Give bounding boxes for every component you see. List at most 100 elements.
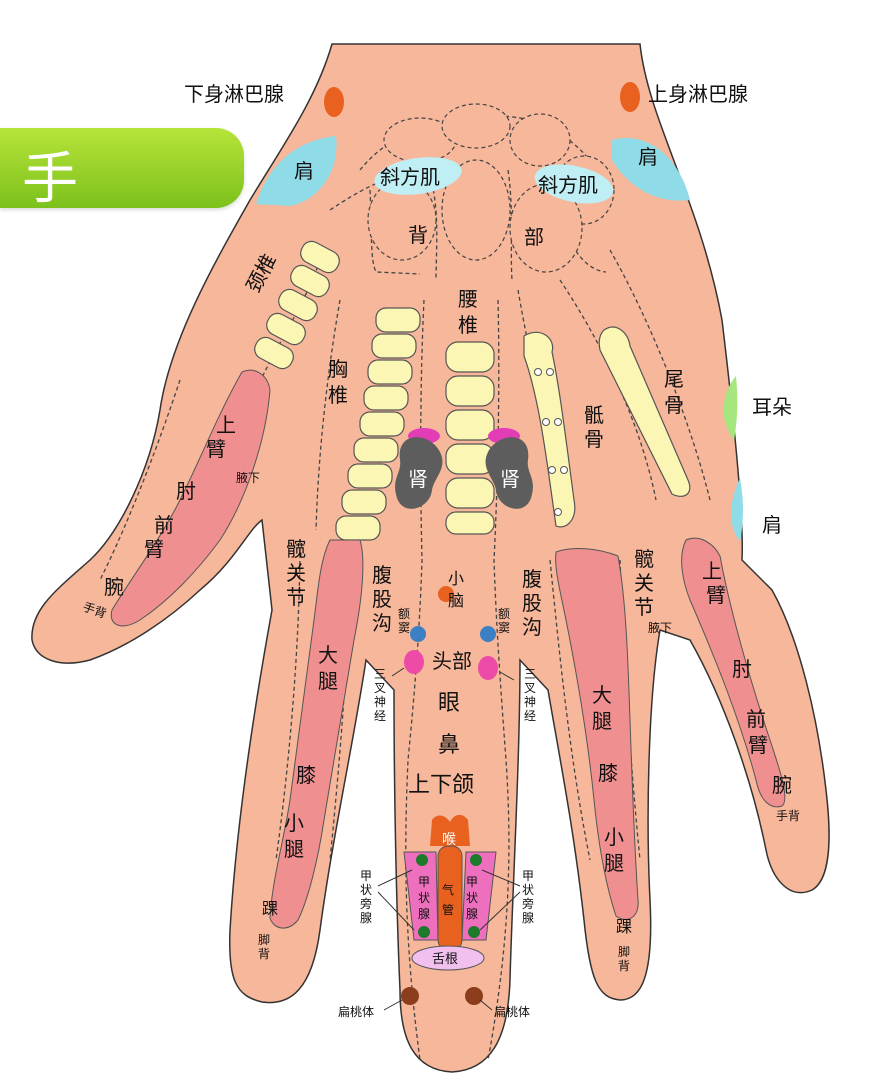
label-back: 背 xyxy=(408,223,428,247)
label-parathyroid-3-right: 旁 xyxy=(522,896,534,911)
label-armpit-right: 腋下 xyxy=(648,620,672,635)
label-thigh-1-left: 大 xyxy=(318,643,338,667)
label-upper-lymph: 上身淋巴腺 xyxy=(648,82,748,106)
label-trigeminal-3-left: 神 xyxy=(374,695,386,709)
label-armpit-left: 腋下 xyxy=(236,470,260,485)
label-forearm-2-left: 臂 xyxy=(144,537,164,561)
trigeminal-right-dot xyxy=(478,656,498,680)
label-lumbar-2: 椎 xyxy=(458,313,478,337)
ear-area xyxy=(723,376,738,440)
label-tonsil-left: 扁桃体 xyxy=(338,1004,374,1019)
label-trapezius-left: 斜方肌 xyxy=(380,165,440,189)
label-cerebellum-1: 小 xyxy=(448,569,464,588)
shoulder-area-right-2 xyxy=(730,478,743,542)
label-foot-back-1-left: 脚 xyxy=(258,932,270,947)
label-wrist-left: 腕 xyxy=(104,575,124,599)
trigeminal-left-dot xyxy=(404,650,424,674)
label-forearm-1-right: 前 xyxy=(746,707,766,731)
label-knee-left: 膝 xyxy=(296,763,316,787)
label-thyroid-3-right: 腺 xyxy=(466,907,478,921)
label-elbow-left: 肘 xyxy=(176,479,196,503)
label-calf-1-right: 小 xyxy=(604,825,624,849)
shoulder-area-right xyxy=(612,138,690,201)
label-trigeminal-1-right: 三 xyxy=(524,667,536,681)
kidney-right xyxy=(485,428,533,509)
label-upper-arm-2-right: 臂 xyxy=(706,583,726,607)
label-thigh-2-right: 腿 xyxy=(592,709,612,733)
title-banner: 手 背 xyxy=(0,128,244,293)
thoracic-vertebrae xyxy=(335,307,421,541)
label-trapezius-right: 斜方肌 xyxy=(538,173,598,197)
label-head: 头部 xyxy=(432,649,472,673)
label-hip-1-left: 髋 xyxy=(286,537,306,561)
label-calf-1-left: 小 xyxy=(284,811,304,835)
label-trigeminal-3-right: 神 xyxy=(524,695,536,709)
label-tongue-root: 舌根 xyxy=(432,952,458,967)
label-thyroid-1-left: 甲 xyxy=(418,875,430,889)
label-elbow-right: 肘 xyxy=(732,657,752,681)
trapezius-left xyxy=(374,157,462,195)
label-foot-back-2-right: 背 xyxy=(618,959,630,973)
label-forearm-2-right: 臂 xyxy=(748,733,768,757)
label-parathyroid-1-right: 甲 xyxy=(522,869,534,883)
label-calf-2-right: 腿 xyxy=(604,851,624,875)
label-coccyx-2: 骨 xyxy=(664,393,684,417)
right-leg-limb xyxy=(555,548,639,920)
label-sacrum-2: 骨 xyxy=(584,427,604,451)
page-title: 手 背 xyxy=(22,147,118,293)
label-trigeminal-2-right: 叉 xyxy=(524,681,536,695)
label-hip-2-left: 关 xyxy=(286,561,306,585)
label-ankle-right: 踝 xyxy=(616,917,632,936)
label-parathyroid-3-left: 旁 xyxy=(360,896,372,911)
text-labels: 下身淋巴腺 上身淋巴腺 肩 肩 斜方肌 斜方肌 背 部 颈椎 腰 椎 胸 椎 骶… xyxy=(81,82,800,1019)
lumbar-vertebrae xyxy=(445,341,495,535)
label-groin-3-right: 沟 xyxy=(522,615,542,639)
label-sacrum-1: 骶 xyxy=(584,403,604,427)
right-arm-limb xyxy=(681,537,786,808)
label-parathyroid-2-left: 状 xyxy=(360,883,372,897)
label-parathyroid-1-left: 甲 xyxy=(360,869,372,883)
label-upper-arm-2-left: 臂 xyxy=(206,437,226,461)
label-groin-3-left: 沟 xyxy=(372,611,392,635)
label-parathyroid-4-right: 腺 xyxy=(522,911,534,925)
label-shoulder-right: 肩 xyxy=(638,145,658,169)
label-nose: 鼻 xyxy=(438,733,460,758)
label-trigeminal-4-left: 经 xyxy=(374,709,386,723)
label-sinus-2-left: 窦 xyxy=(398,621,410,635)
throat-organs xyxy=(401,814,497,1005)
label-groin-2-right: 股 xyxy=(522,591,542,615)
label-thigh-2-left: 腿 xyxy=(318,669,338,693)
label-coccyx-1: 尾 xyxy=(664,367,684,391)
label-tonsil-right: 扁桃体 xyxy=(494,1004,530,1019)
label-thyroid-2-right: 状 xyxy=(466,891,478,905)
cerebellum-dot xyxy=(438,586,454,602)
label-trachea-1: 气 xyxy=(442,882,454,897)
label-sinus-2-right: 窦 xyxy=(498,621,510,635)
label-sinus-1-right: 额 xyxy=(498,607,510,621)
label-forearm-1-left: 前 xyxy=(154,513,174,537)
label-back2: 部 xyxy=(524,225,544,249)
left-leg-limb xyxy=(269,539,364,929)
label-thigh-1-right: 大 xyxy=(592,683,612,707)
label-lower-lymph: 下身淋巴腺 xyxy=(184,82,284,106)
label-larynx: 喉 xyxy=(442,832,456,848)
label-trigeminal-2-left: 叉 xyxy=(374,681,386,695)
label-cerebellum-2: 脑 xyxy=(448,591,464,610)
label-trachea-2: 管 xyxy=(442,902,454,917)
label-ankle-left: 踝 xyxy=(262,899,278,918)
label-foot-back-2-left: 背 xyxy=(258,947,270,961)
label-eye: 眼 xyxy=(438,691,460,716)
label-upper-arm-1-left: 上 xyxy=(216,413,236,437)
label-groin-1-right: 腹 xyxy=(522,567,542,591)
label-trigeminal-1-left: 三 xyxy=(374,667,386,681)
label-thyroid-3-left: 腺 xyxy=(418,907,430,921)
label-ear: 耳朵 xyxy=(752,395,792,419)
label-shoulder-right-2: 肩 xyxy=(762,513,782,537)
label-hip-2-right: 关 xyxy=(634,571,654,595)
label-jaw: 上下颌 xyxy=(408,773,474,798)
label-sinus-1-left: 额 xyxy=(398,607,410,621)
label-thoracic-2: 椎 xyxy=(328,383,348,407)
label-shoulder-left: 肩 xyxy=(294,159,314,183)
label-hip-3-right: 节 xyxy=(634,595,654,619)
